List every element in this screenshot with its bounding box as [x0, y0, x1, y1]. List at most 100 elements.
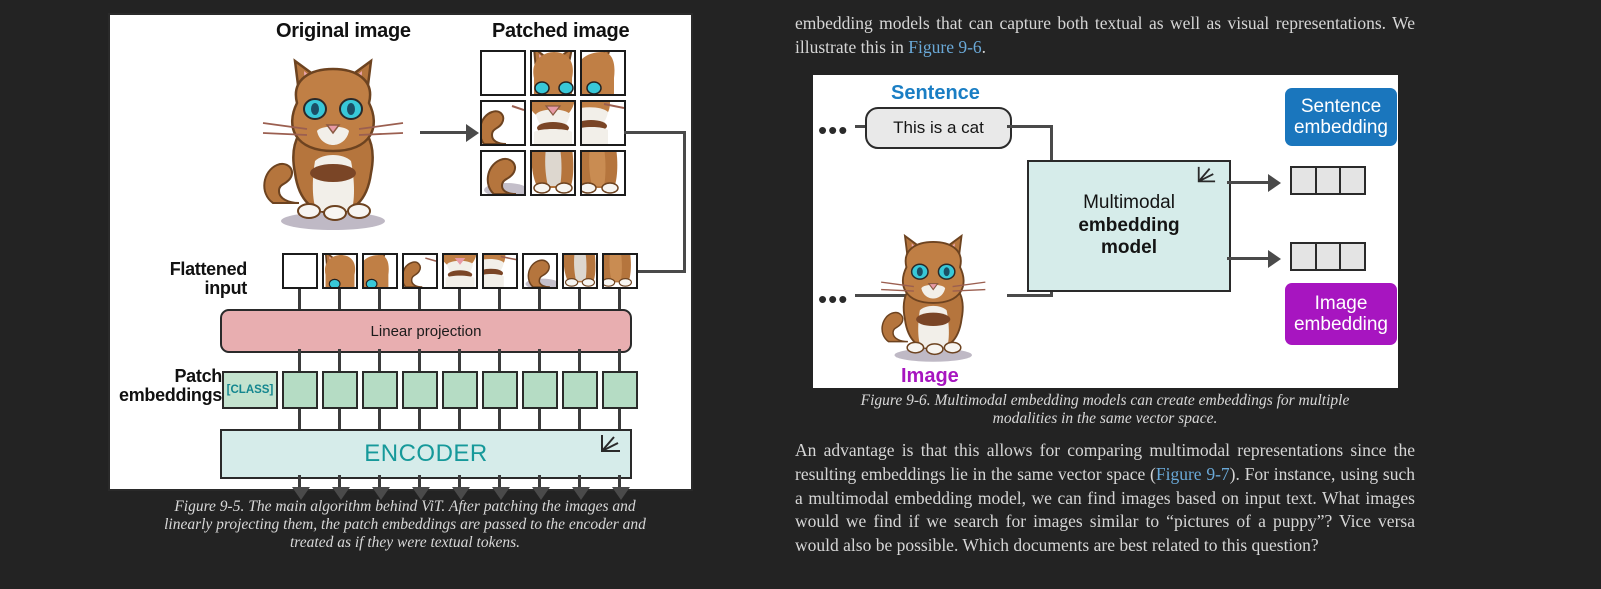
patched-image-header: Patched image [492, 20, 630, 42]
embedding-cell [482, 371, 518, 409]
sentence-output-line [1227, 181, 1271, 184]
figure-9-5-panel: Original image Patched image [108, 13, 693, 500]
stem [458, 289, 461, 311]
patch-cell [580, 100, 626, 146]
stem [458, 409, 461, 431]
output-arrow [452, 487, 470, 500]
flattened-patch [602, 253, 638, 289]
flattened-patch [482, 253, 518, 289]
model-box-line3: model [1101, 237, 1157, 259]
image-output-arrow [1268, 250, 1281, 268]
flattened-patch [402, 253, 438, 289]
output-arrow [412, 487, 430, 500]
patch-cell [530, 50, 576, 96]
vector-cell [1290, 242, 1317, 271]
stem [298, 349, 301, 373]
sentence-label: Sentence [891, 82, 980, 104]
patch-cell [480, 100, 526, 146]
embedding-cell [362, 371, 398, 409]
figure-9-6-link[interactable]: Figure 9-6 [908, 36, 982, 57]
output-arrow [612, 487, 630, 500]
arrow-original-to-patched-head [466, 124, 479, 142]
stem [298, 409, 301, 431]
patch-cell [580, 150, 626, 196]
sentence-to-model-line [1007, 125, 1053, 128]
image-embedding-vector [1290, 242, 1366, 271]
flattened-patch [322, 253, 358, 289]
paragraph-top-text-1: embedding models that can capture both t… [795, 13, 1415, 57]
embedding-cell [442, 371, 478, 409]
stem [538, 409, 541, 431]
stem [498, 349, 501, 373]
stem [338, 289, 341, 311]
patch-cell [580, 50, 626, 96]
stem [418, 289, 421, 311]
sparkle-icon [1195, 165, 1217, 190]
stem [298, 475, 301, 489]
patch-embeddings-row: [CLASS] [222, 371, 638, 409]
stem [498, 475, 501, 489]
flattened-patch [442, 253, 478, 289]
output-arrow [292, 487, 310, 500]
paragraph-top: embedding models that can capture both t… [795, 12, 1415, 60]
stem [578, 409, 581, 431]
patched-image-grid [480, 50, 626, 196]
vector-cell [1290, 166, 1317, 195]
figure-9-6-panel: Sentence ••• This is a cat ••• Multimoda… [813, 75, 1398, 388]
stem [538, 349, 541, 373]
stem [618, 289, 621, 311]
stem [338, 349, 341, 373]
embedding-cell [522, 371, 558, 409]
image-input-line [855, 294, 913, 297]
stem [458, 475, 461, 489]
image-label: Image [901, 365, 959, 387]
vector-cell [1314, 166, 1342, 195]
arrow-original-to-patched-line [420, 131, 468, 134]
flattened-patch [562, 253, 598, 289]
output-arrow [332, 487, 350, 500]
connector-top-horizontal [624, 131, 686, 134]
image-embedding-tag-line2: embedding [1293, 314, 1389, 335]
original-image-header: Original image [276, 20, 411, 42]
stem [338, 475, 341, 489]
linear-projection-block: Linear projection [220, 309, 632, 353]
patch-embeddings-label-line1: Patch [174, 366, 222, 386]
embedding-cell [602, 371, 638, 409]
paragraph-top-text-2: . [981, 36, 987, 57]
patch-embeddings-label-line2: embeddings [118, 384, 222, 405]
embedding-cell [282, 371, 318, 409]
encoder-block: ENCODER [220, 429, 632, 479]
input-cat-image [875, 230, 987, 364]
sentence-embedding-vector [1290, 166, 1366, 195]
image-input-dots: ••• [818, 284, 849, 314]
stem [578, 349, 581, 373]
sentence-embedding-tag: Sentence embedding [1285, 88, 1397, 146]
stem [378, 475, 381, 489]
image-to-model-line [1007, 294, 1053, 297]
stem [298, 289, 301, 311]
vector-cell [1314, 242, 1342, 271]
output-arrow [372, 487, 390, 500]
output-arrow [492, 487, 510, 500]
output-arrow [572, 487, 590, 500]
stem [618, 475, 621, 489]
stem [378, 349, 381, 373]
figure-9-6-caption: Figure 9-6. Multimodal embedding models … [860, 392, 1350, 427]
embedding-cell [402, 371, 438, 409]
stem [498, 289, 501, 311]
stem [418, 475, 421, 489]
stem [538, 475, 541, 489]
stem [338, 409, 341, 431]
image-output-line [1227, 257, 1271, 260]
figure-9-7-link[interactable]: Figure 9-7 [1155, 463, 1230, 484]
flattened-input-label: Flattened input [169, 259, 248, 298]
paragraph-bottom-text-2: ). For instance, using such a multimodal… [795, 463, 1415, 556]
stem [378, 409, 381, 431]
image-embedding-tag: Image embedding [1285, 283, 1397, 345]
stem [618, 349, 621, 373]
embedding-cell [322, 371, 358, 409]
stem [578, 289, 581, 311]
patch-cell [530, 150, 576, 196]
sparkle-icon [598, 433, 622, 460]
